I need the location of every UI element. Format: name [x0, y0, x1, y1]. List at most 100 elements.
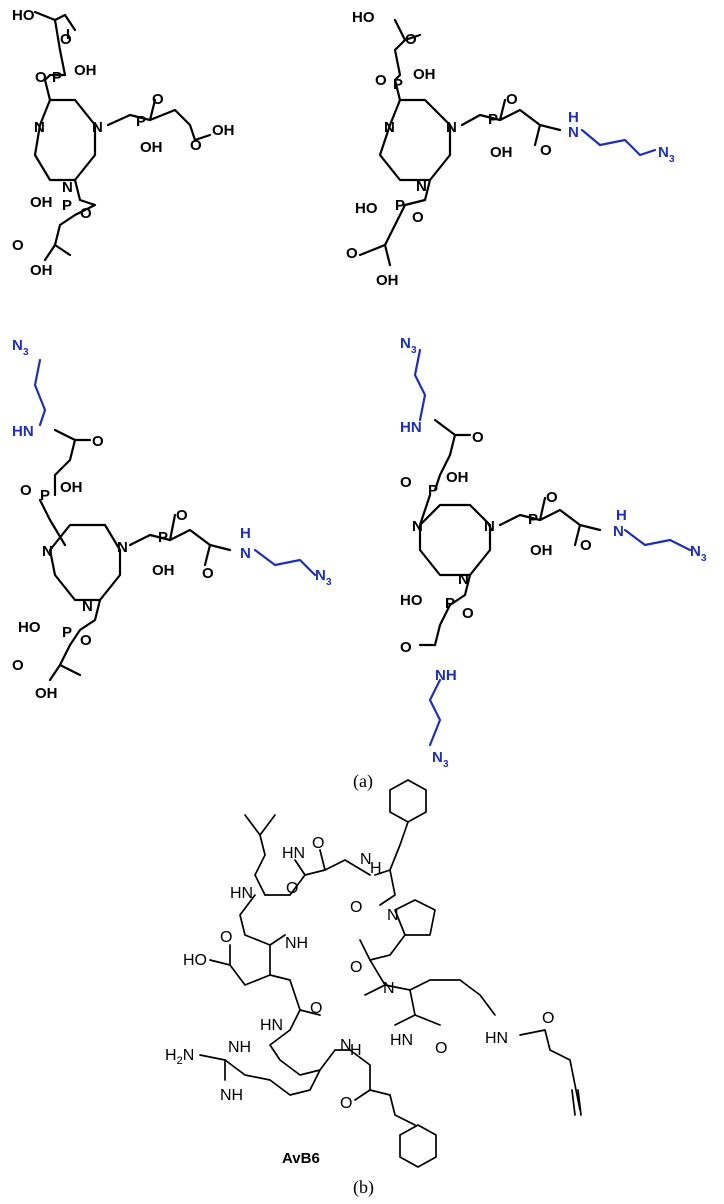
label-p-4b: P [528, 511, 538, 528]
label-oh-3b: OH [152, 562, 175, 579]
label-nh-p1: NH [285, 935, 308, 952]
label-n-3c: N [82, 598, 93, 615]
label-o-4b: O [400, 474, 412, 491]
label-o-p5: O [350, 959, 362, 976]
label-o-4a: O [472, 429, 484, 446]
label-o-3b: O [20, 482, 32, 499]
label-n-4a: N [412, 518, 423, 535]
label-o-3e: O [80, 632, 92, 649]
label-h-2a: H [568, 109, 579, 126]
label-o-4d: O [580, 537, 592, 554]
label-n-3b: N [117, 539, 128, 556]
label-o-2b: O [375, 72, 387, 89]
structure-2-mono-azide [358, 18, 657, 267]
label-o-1b: O [35, 69, 47, 86]
label-o-p3: O [350, 899, 362, 916]
label-o-3c: O [176, 507, 188, 524]
label-n-4c: N [458, 571, 469, 588]
label-p-3b: P [158, 529, 168, 546]
label-n-p2: N [387, 907, 399, 924]
label-p-2a: P [393, 76, 403, 93]
label-o-2f: O [346, 245, 358, 262]
label-n3-4b [690, 543, 707, 564]
label-o-2c: O [506, 91, 518, 108]
label-oh-2c: OH [376, 272, 399, 289]
label-o-p1: O [312, 835, 324, 852]
structure-4-labels: HN O O P OH N N N P O OH O H N HO P O O … [400, 335, 707, 770]
label-o-2a: O [405, 31, 417, 48]
label-n-1c: N [62, 179, 73, 196]
label-o-p4: O [220, 929, 232, 946]
label-oh-1a: OH [74, 62, 97, 79]
label-h-3a: H [240, 525, 251, 542]
label-p-1a: P [52, 69, 62, 86]
label-n-p4: N [340, 1037, 352, 1054]
label-o-1f: O [12, 237, 24, 254]
label-n-1a: N [34, 119, 45, 136]
label-o-1e: O [80, 205, 92, 222]
label-oh-4b: OH [530, 542, 553, 559]
label-o-1d: O [190, 137, 202, 154]
label-oh-2b: OH [490, 144, 513, 161]
structure-2-labels: HO O O P OH N N N P O OH O H N HO P O O … [346, 9, 675, 289]
label-oh-2a: OH [413, 66, 436, 83]
label-o-3f: O [12, 657, 24, 674]
label-nh-p2: NH [228, 1039, 251, 1056]
label-n3-2a [658, 144, 675, 165]
label-o-2d: O [540, 142, 552, 159]
label-n-2b: N [446, 119, 457, 136]
label-o-p6: O [310, 1000, 322, 1017]
label-ho-3a: HO [18, 619, 41, 636]
label-o-p2: O [286, 880, 298, 897]
label-p-4a: P [428, 482, 438, 499]
label-oh-3a: OH [60, 479, 83, 496]
label-n3-3b [315, 567, 332, 588]
structure-3-labels: HN O O P OH N N N P O OH O H N HO P O O … [12, 337, 332, 702]
structure-3-bis-azide [33, 358, 317, 682]
label-n-3d: N [240, 545, 251, 562]
structure-1-labels: HO O O P OH N N N P O OH O OH OH P O O O… [12, 7, 235, 279]
label-oh-1d: OH [30, 194, 53, 211]
label-hn-4a: HN [400, 419, 422, 436]
caption-b: (b) [353, 1177, 374, 1198]
label-n-1b: N [92, 119, 103, 136]
label-hn-p2: HN [230, 885, 253, 902]
label-o-1c: O [152, 91, 164, 108]
label-h-p1: H [370, 860, 382, 877]
label-hn-p3: HN [260, 1017, 283, 1034]
structure-4-tris-azide [413, 348, 692, 747]
label-o-p9: O [340, 1095, 352, 1112]
label-ho-2a: HO [352, 9, 375, 26]
label-o-4c: O [546, 489, 558, 506]
label-p-3c: P [62, 624, 72, 641]
label-n-p3: N [383, 980, 395, 997]
label-oh-4a: OH [446, 469, 469, 486]
label-o-p8: O [435, 1040, 447, 1057]
label-oh-1b: OH [140, 139, 163, 156]
label-p-2b: P [488, 111, 498, 128]
label-ho-1a: HO [12, 7, 35, 24]
label-n-p1: N [360, 851, 372, 868]
label-hn-p1: HN [282, 845, 305, 862]
label-o-1a: O [60, 31, 72, 48]
label-oh-1c: OH [212, 122, 235, 139]
label-hn-3a: HN [12, 423, 34, 440]
label-ho-2b: HO [355, 200, 378, 217]
label-o-p7: O [542, 1010, 554, 1027]
caption-a: (a) [353, 771, 373, 792]
label-n3-4a [400, 335, 417, 356]
label-h2n-p1: H2N [165, 1047, 194, 1067]
label-hn-p4: HN [485, 1030, 508, 1047]
label-p-4c: P [445, 595, 455, 612]
label-ho-p1: HO [183, 952, 207, 969]
label-n-4b: N [484, 518, 495, 535]
label-p-1b: P [136, 113, 146, 130]
label-oh-3c: OH [35, 685, 58, 702]
structure-1-tricarboxy-phosphinate [33, 10, 212, 262]
label-n3-4c [432, 749, 449, 770]
label-ho-4a: HO [400, 592, 423, 609]
label-o-3a: O [92, 433, 104, 450]
label-h-p2: H [350, 1042, 362, 1059]
label-o-3d: O [202, 565, 214, 582]
